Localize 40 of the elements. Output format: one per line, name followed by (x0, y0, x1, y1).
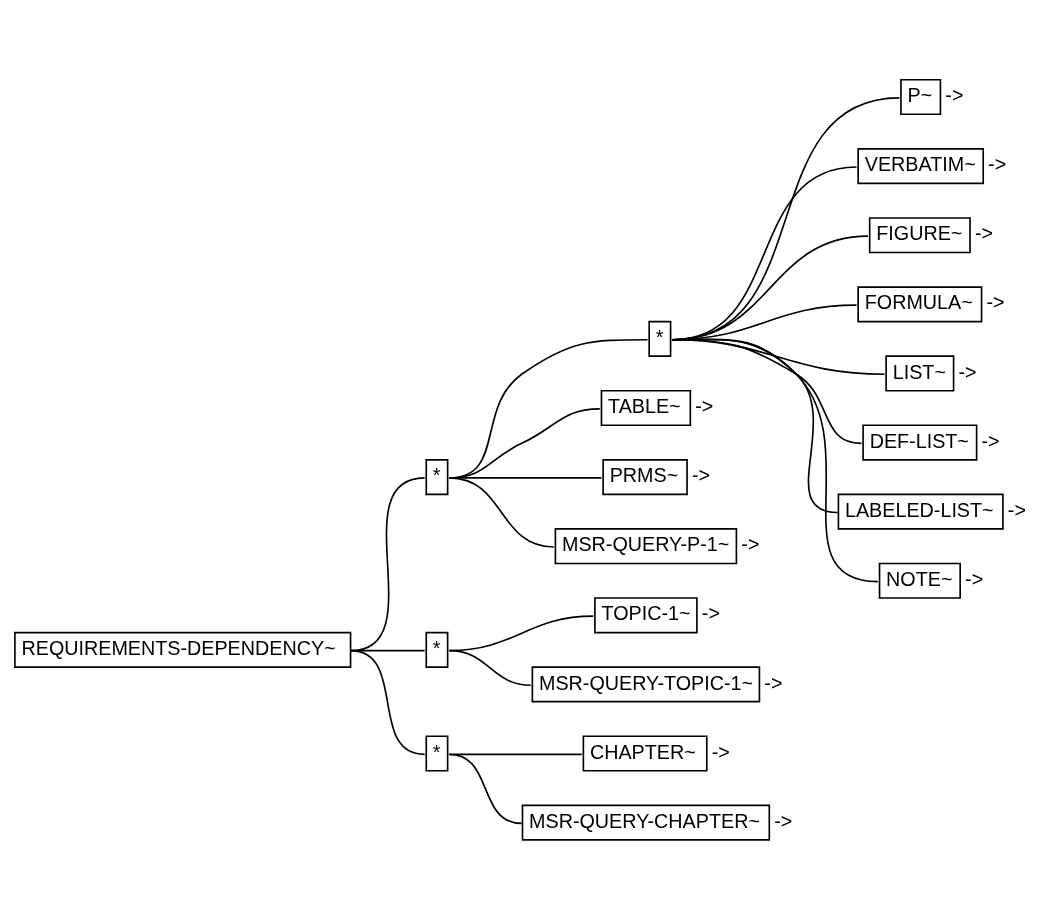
connector (349, 649, 426, 756)
node-box: VERBATIM~ (857, 148, 985, 185)
node-label: -> (986, 291, 1005, 314)
node-box: MSR-QUERY-P-1~ (554, 528, 738, 565)
connector (671, 338, 879, 583)
node-box: NOTE~ (878, 562, 961, 599)
node-box: P~ (900, 78, 942, 116)
node-box: MSR-QUERY-CHAPTER~ (521, 804, 771, 841)
node-box: PRMS~ (602, 459, 688, 496)
node-box: FIGURE~ (868, 217, 971, 254)
node-box: REQUIREMENTS-DEPENDENCY~ (14, 631, 352, 668)
node-label: -> (958, 360, 977, 383)
node-label: -> (965, 567, 984, 590)
node-box: * (425, 459, 449, 496)
connector (448, 753, 523, 825)
node-label: -> (981, 429, 1000, 452)
node-box: DEF-LIST~ (862, 424, 978, 461)
node-box: TOPIC-1~ (594, 597, 698, 634)
node-box: FORMULA~ (857, 286, 983, 323)
node-label: -> (988, 153, 1007, 176)
node-box: * (425, 631, 449, 668)
node-label: -> (974, 222, 994, 245)
node-box: * (425, 735, 449, 772)
node-box: * (648, 320, 672, 357)
connector (448, 477, 555, 548)
node-label: -> (711, 740, 730, 763)
node-label: -> (1007, 498, 1026, 521)
node-box: LABELED-LIST~ (837, 493, 1004, 530)
node-label: -> (764, 671, 783, 694)
node-label: -> (695, 395, 714, 418)
node-label: -> (701, 602, 720, 625)
node-label: -> (945, 84, 964, 107)
node-box: CHAPTER~ (582, 735, 708, 772)
connector (448, 649, 532, 687)
node-label: -> (741, 533, 760, 556)
node-label: -> (691, 464, 711, 487)
node-box: MSR-QUERY-TOPIC-1~ (531, 666, 761, 703)
node-box: LIST~ (885, 355, 955, 392)
node-box: TABLE~ (600, 389, 692, 427)
node-label: -> (774, 809, 793, 832)
